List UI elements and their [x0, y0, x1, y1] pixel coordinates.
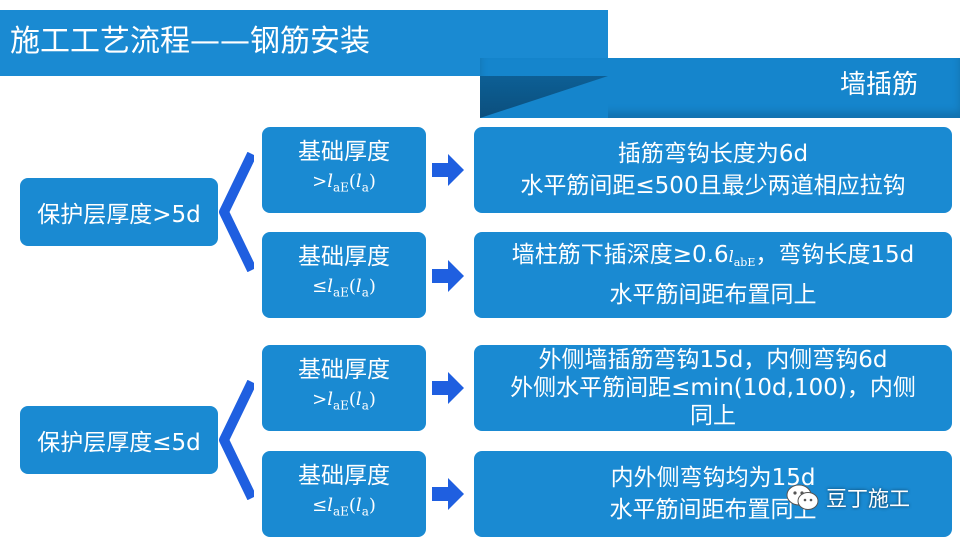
mid-box-label: 基础厚度 — [298, 357, 390, 384]
wechat-icon — [786, 484, 819, 510]
mid-box-label: 基础厚度 — [298, 139, 390, 166]
right-arrow-icon — [432, 260, 464, 292]
mid-box-thickness-gt: 基础厚度 >laE(la) — [262, 127, 426, 213]
formula-laE-la: >laE(la) — [312, 171, 376, 195]
rule-line: 外侧墙插筋弯钩15d，内侧弯钩6d — [538, 347, 888, 373]
right-box-rule: 内外侧弯钩均为15d 水平筋间距布置同上 — [474, 451, 952, 537]
rule-line: 同上 — [690, 403, 736, 429]
formula-laE-la: ≤laE(la) — [312, 495, 376, 519]
watermark-text: 豆丁施工 — [826, 487, 910, 511]
formula-laE-la: >laE(la) — [312, 389, 376, 413]
split-bracket-icon — [219, 152, 254, 272]
mid-box-thickness-le: 基础厚度 ≤laE(la) — [262, 232, 426, 318]
rule-line: 水平筋间距布置同上 — [609, 497, 817, 523]
right-arrow-icon — [432, 478, 464, 510]
mid-box-thickness-le: 基础厚度 ≤laE(la) — [262, 451, 426, 537]
right-arrow-icon — [432, 372, 464, 404]
subtitle-text: 墙插筋 — [839, 70, 918, 100]
rule-line: 墙柱筋下插深度≥0.6labE，弯钩长度15d — [511, 241, 915, 270]
mid-box-label: 基础厚度 — [298, 463, 390, 490]
page-title: 施工工艺流程——钢筋安装 — [0, 10, 608, 76]
rule-line: 外侧水平筋间距≤min(10d,100)，内侧 — [510, 375, 916, 401]
left-box-label: 保护层厚度≤5d — [37, 430, 201, 456]
left-box-cover-le-5d: 保护层厚度≤5d — [20, 406, 218, 474]
rule-line: 插筋弯钩长度为6d — [617, 141, 809, 167]
mid-box-thickness-gt: 基础厚度 >laE(la) — [262, 345, 426, 431]
formula-laE-la: ≤laE(la) — [312, 276, 376, 300]
left-box-cover-gt-5d: 保护层厚度>5d — [20, 178, 218, 246]
right-box-rule: 插筋弯钩长度为6d 水平筋间距≤500且最少两道相应拉钩 — [474, 127, 952, 213]
right-arrow-icon — [432, 154, 464, 186]
rule-line: 内外侧弯钩均为15d — [610, 465, 816, 491]
subtitle-diagonal — [480, 76, 608, 118]
rule-line: 水平筋间距≤500且最少两道相应拉钩 — [520, 173, 906, 199]
split-bracket-icon — [219, 380, 254, 500]
mid-box-label: 基础厚度 — [298, 244, 390, 271]
watermark: 豆丁施工 — [786, 480, 910, 516]
rule-line: 水平筋间距布置同上 — [609, 282, 817, 309]
right-box-rule: 外侧墙插筋弯钩15d，内侧弯钩6d 外侧水平筋间距≤min(10d,100)，内… — [474, 345, 952, 431]
right-box-rule: 墙柱筋下插深度≥0.6labE，弯钩长度15d 水平筋间距布置同上 — [474, 232, 952, 318]
left-box-label: 保护层厚度>5d — [37, 202, 201, 228]
